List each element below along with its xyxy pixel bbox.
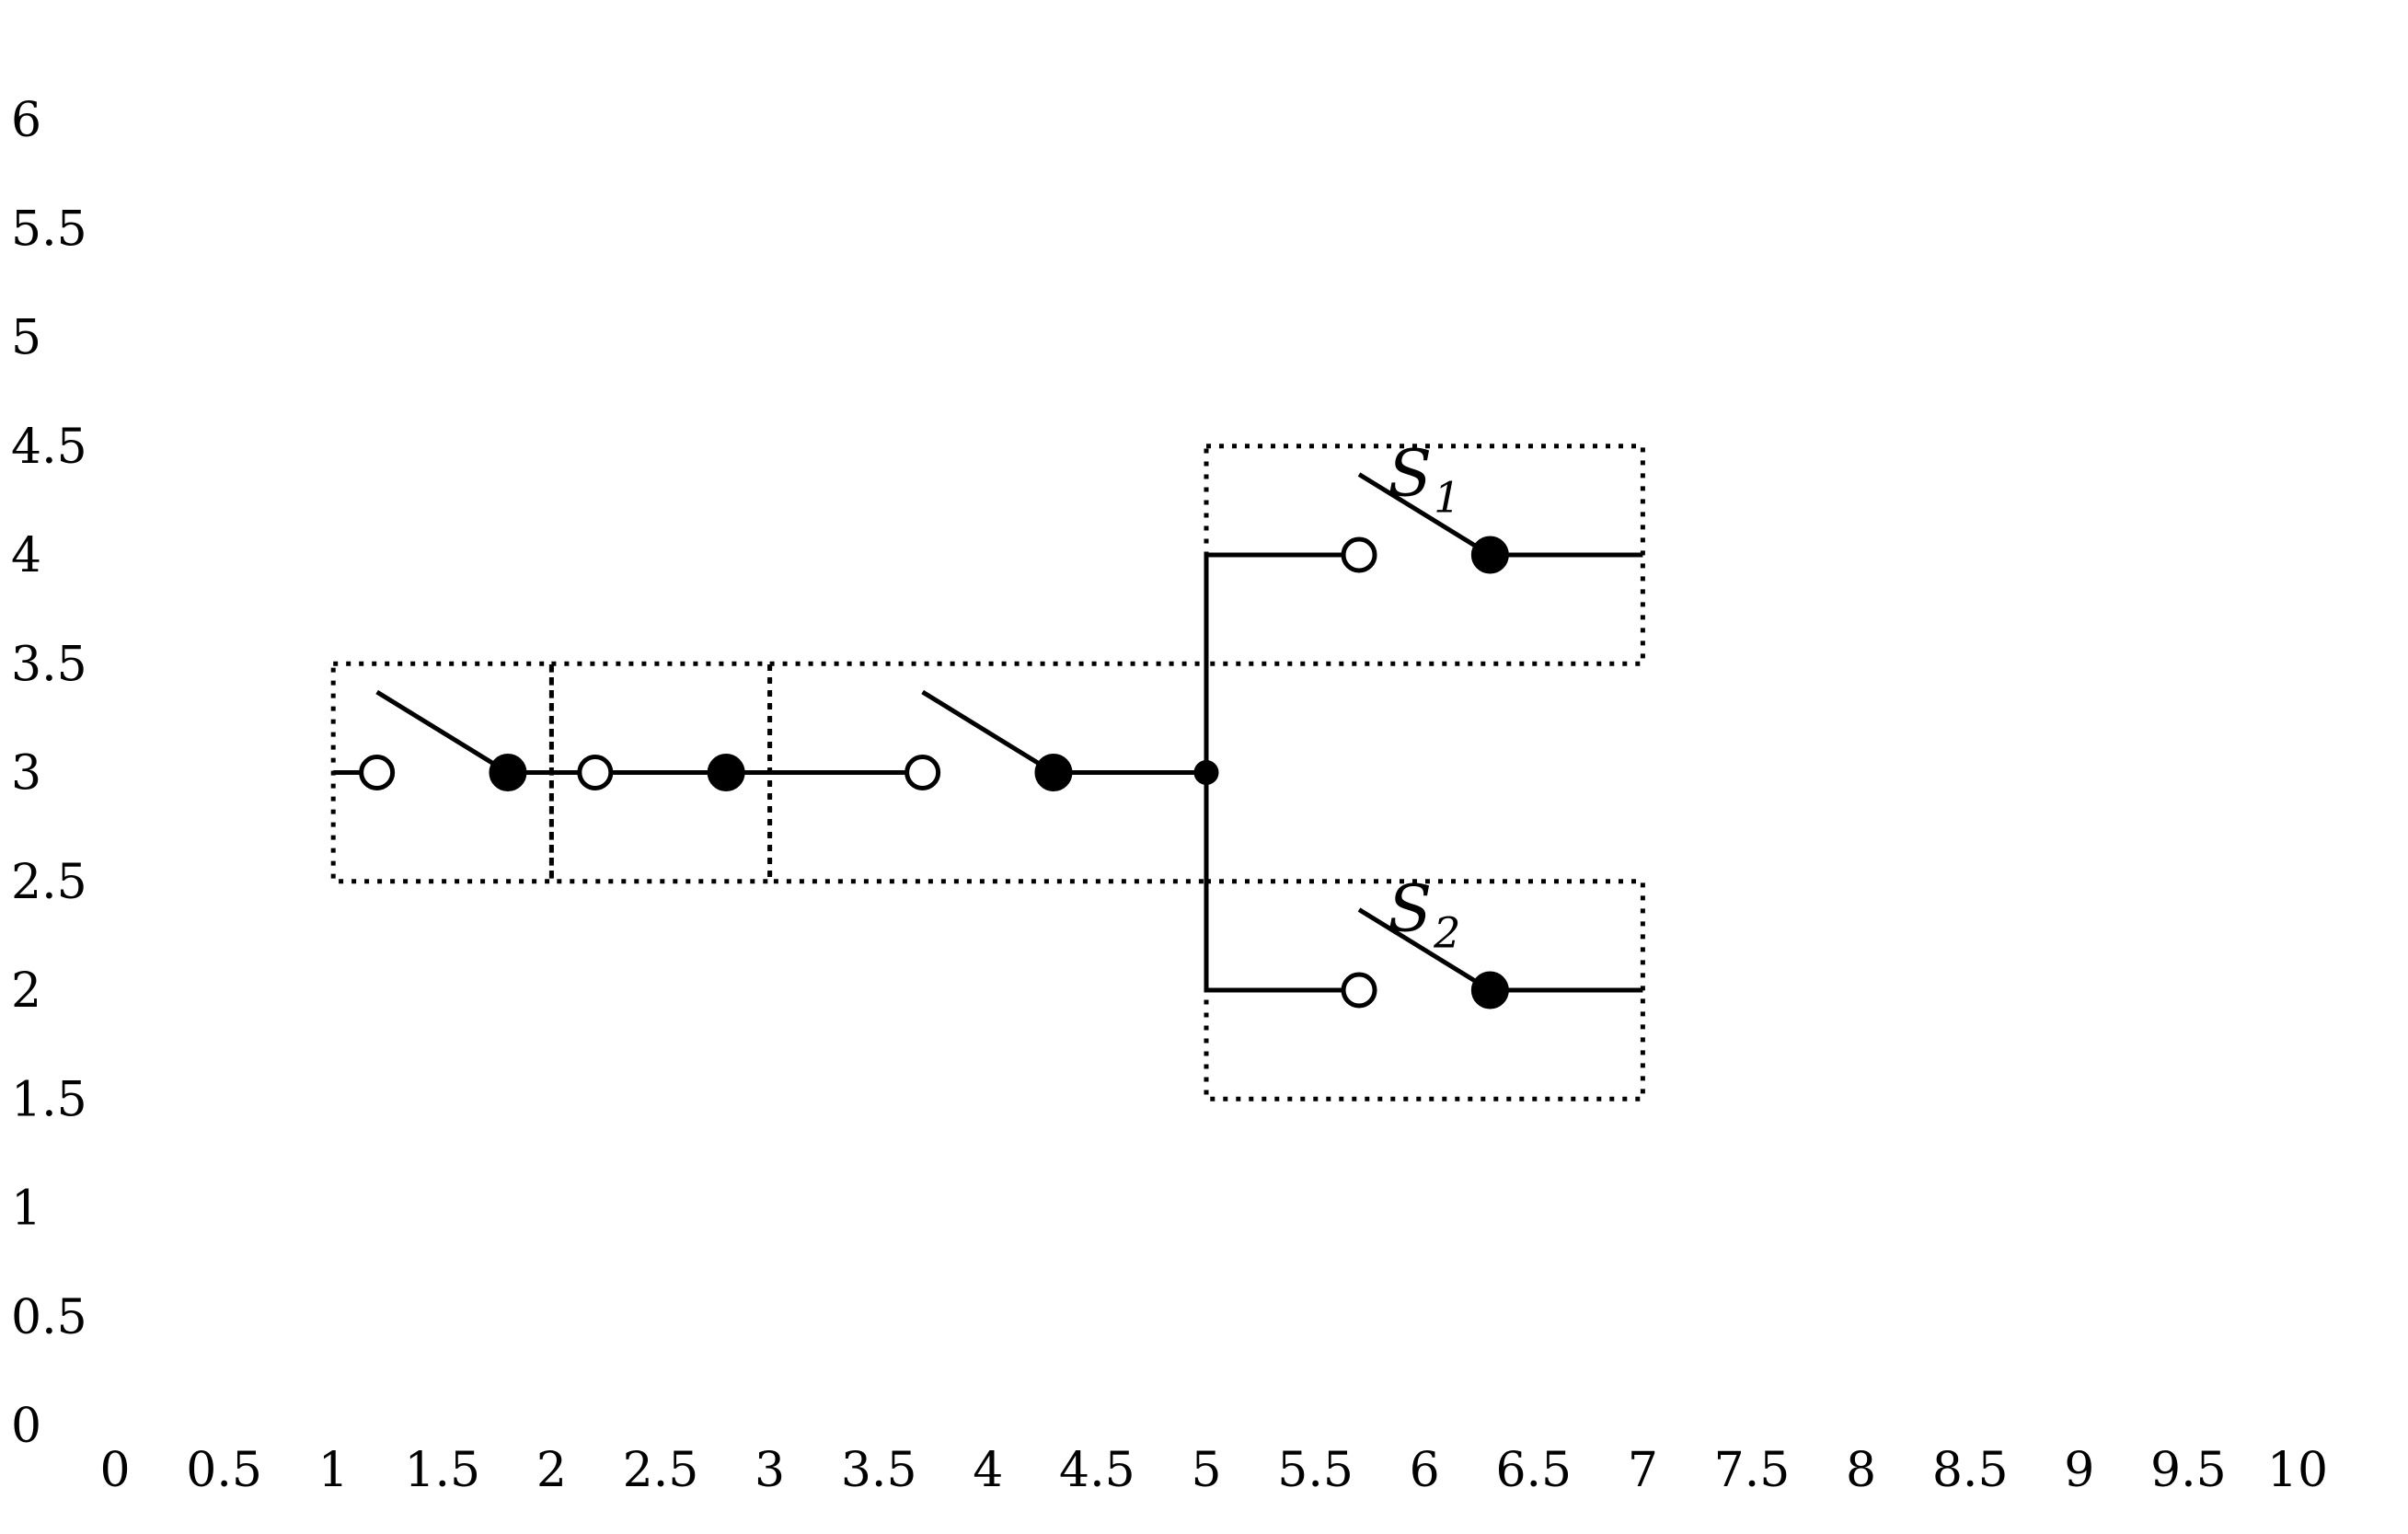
x-tick-label: 4 (973, 1443, 1003, 1498)
y-tick-label: 3 (11, 746, 41, 802)
y-tick-label: 6 (11, 93, 41, 148)
terminals (359, 536, 1509, 1009)
y-tick-label: 2 (11, 963, 41, 1019)
y-tick-label: 5 (11, 311, 41, 366)
x-tick-label: 8 (1846, 1443, 1876, 1498)
switch-lever-s2 (1357, 907, 1492, 993)
x-tick-label: 6 (1410, 1443, 1440, 1498)
y-tick-label: 4.5 (11, 420, 87, 475)
x-tick-label: 2.5 (623, 1443, 699, 1498)
y-tick-label: 0.5 (11, 1290, 87, 1345)
y-tick-label: 1.5 (11, 1072, 87, 1127)
y-tick-label: 0 (11, 1399, 41, 1454)
open-terminal (904, 755, 941, 790)
closed-terminal (1470, 971, 1509, 1009)
x-tick-label: 7.5 (1714, 1443, 1791, 1498)
closed-terminal (707, 754, 745, 791)
y-axis-ticks: 0 0.5 1 1.5 2 2.5 3 3.5 4 4.5 5 5.5 6 (11, 93, 87, 1454)
switch-lever-s1 (1357, 472, 1492, 558)
x-tick-label: 7 (1628, 1443, 1658, 1498)
open-terminal (577, 755, 614, 790)
x-tick-label: 3.5 (841, 1443, 917, 1498)
y-tick-label: 4 (11, 528, 41, 583)
y-tick-label: 3.5 (11, 637, 87, 692)
x-tick-label: 6.5 (1495, 1443, 1572, 1498)
x-tick-label: 5.5 (1277, 1443, 1354, 1498)
switch-levers (375, 472, 1492, 993)
x-tick-label: 8.5 (1932, 1443, 2009, 1498)
label-s2: S2 (1388, 871, 1460, 957)
closed-terminal (1470, 536, 1509, 574)
switch-lever-1 (375, 689, 510, 775)
closed-terminal (489, 754, 527, 791)
x-tick-label: 0.5 (186, 1443, 262, 1498)
x-tick-label: 5 (1191, 1443, 1221, 1498)
x-tick-label: 1.5 (404, 1443, 480, 1498)
x-tick-label: 3 (755, 1443, 785, 1498)
x-tick-label: 9 (2064, 1443, 2094, 1498)
junction-dot (1193, 760, 1219, 785)
wire-branch-down (1204, 772, 1360, 993)
closed-terminal (1034, 754, 1073, 791)
x-tick-label: 2 (536, 1443, 567, 1498)
open-terminal (1341, 536, 1377, 573)
label-s1: S1 (1388, 435, 1460, 522)
x-tick-label: 4.5 (1059, 1443, 1135, 1498)
x-tick-label: 9.5 (2150, 1443, 2227, 1498)
wire-branch-up (1204, 552, 1360, 773)
x-tick-label: 1 (318, 1443, 349, 1498)
y-tick-label: 5.5 (11, 202, 87, 257)
x-tick-label: 10 (2267, 1443, 2328, 1498)
y-tick-label: 2.5 (11, 855, 87, 910)
y-tick-label: 1 (11, 1182, 41, 1237)
x-axis-ticks: 0 0.5 1 1.5 2 2.5 3 3.5 4 4.5 5 5.5 6 6.5 7 7.5 8 8.5 9 9.5… (99, 1443, 2328, 1498)
open-terminal (1341, 972, 1377, 1009)
x-tick-label: 0 (99, 1443, 130, 1498)
switch-lever-2 (921, 689, 1055, 775)
open-terminal (359, 755, 396, 790)
